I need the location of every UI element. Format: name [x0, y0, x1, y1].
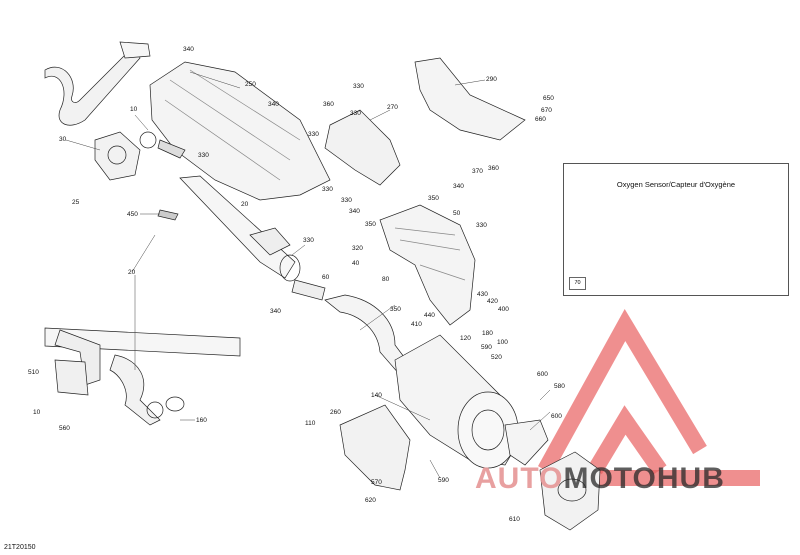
callout-650: 650	[543, 95, 554, 102]
callout-590: 510	[28, 369, 39, 376]
callout-600: 260	[330, 409, 341, 416]
callout-20: 330	[303, 237, 314, 244]
callout-450: 350	[365, 221, 376, 228]
long-pipe-40	[157, 175, 301, 282]
callout-100: 590	[481, 344, 492, 351]
callout-20: 340	[270, 308, 281, 315]
callout-430: 400	[498, 306, 509, 313]
callout-560: 140	[371, 392, 382, 399]
heat-shield-560	[339, 404, 411, 491]
callout-590: 620	[365, 497, 376, 504]
callout-320: 80	[382, 276, 390, 283]
callout-340: 50	[453, 210, 461, 217]
callout-330: 330	[322, 186, 333, 193]
callout-330: 330	[476, 222, 487, 229]
callout-330: 40	[352, 260, 360, 267]
callout-110: 590	[438, 477, 449, 484]
callout-140: 580	[554, 383, 565, 390]
flange-30	[94, 131, 186, 181]
callout-350: 330	[341, 197, 352, 204]
pipe-60	[291, 279, 411, 376]
callout-600: 570	[371, 479, 382, 486]
callout-340: 20	[241, 201, 249, 208]
callout-260: 600	[551, 413, 562, 420]
inset-part-ref: 70	[569, 277, 586, 290]
callout-10: 10	[130, 106, 138, 113]
callout-330: 340	[349, 208, 360, 215]
callout-60: 350	[390, 306, 401, 313]
inset-title: Oxygen Sensor/Capteur d'Oxygène	[616, 180, 736, 189]
callout-290: 290	[486, 76, 497, 83]
heat-shield-320	[379, 204, 476, 326]
callout-330: 330	[353, 83, 364, 90]
callout-400: 100	[497, 339, 508, 346]
callout-330: 330	[308, 131, 319, 138]
callout-25: 25	[72, 199, 80, 206]
callout-40: 20	[128, 269, 136, 276]
callout-420: 180	[482, 330, 493, 337]
callout-580: 110	[305, 420, 316, 427]
lower-pipe-assembly	[44, 327, 241, 426]
callout-570: 610	[509, 516, 520, 523]
callout-350: 440	[424, 312, 435, 319]
curved-pipe-upper	[44, 41, 151, 126]
watermark-part-b: MOTOHUB	[563, 462, 725, 495]
oxygen-sensor-inset: Oxygen Sensor/Capteur d'Oxygène 70	[563, 163, 789, 296]
callout-80: 60	[322, 274, 330, 281]
callout-330: 340	[453, 183, 464, 190]
figure-code: 21T20150	[4, 544, 36, 551]
callout-30: 30	[59, 136, 67, 143]
leader-lines	[65, 71, 551, 479]
callout-360: 360	[488, 165, 499, 172]
end-cap-570	[539, 451, 601, 531]
callout-410: 430	[477, 291, 488, 298]
callout-340: 340	[268, 101, 279, 108]
callout-360: 360	[323, 101, 334, 108]
callout-340: 410	[411, 321, 422, 328]
callout-330: 330	[198, 152, 209, 159]
callout-50: 450	[127, 211, 138, 218]
callout-510: 560	[59, 425, 70, 432]
watermark-part-a: AUTO	[475, 462, 564, 495]
callout-340: 340	[183, 46, 194, 53]
callout-270: 270	[387, 104, 398, 111]
callout-180: 120	[460, 335, 471, 342]
callout-330: 330	[350, 110, 361, 117]
heat-shield-250	[149, 61, 331, 201]
callout-250: 250	[245, 81, 256, 88]
bracket-270	[324, 109, 401, 186]
callout-440: 420	[487, 298, 498, 305]
callout-10: 160	[196, 417, 207, 424]
callout-520: 10	[33, 409, 41, 416]
callout-120: 520	[491, 354, 502, 361]
heat-shield-290	[414, 57, 526, 141]
callout-350: 320	[352, 245, 363, 252]
muffler	[394, 334, 521, 469]
callout-660: 660	[535, 116, 546, 123]
callout-340: 350	[428, 195, 439, 202]
watermark-text: AUTOMOTOHUB	[475, 462, 725, 496]
callout-160: 600	[537, 371, 548, 378]
bracket-260	[504, 419, 549, 466]
callout-670: 670	[541, 107, 552, 114]
callout-370: 370	[472, 168, 483, 175]
